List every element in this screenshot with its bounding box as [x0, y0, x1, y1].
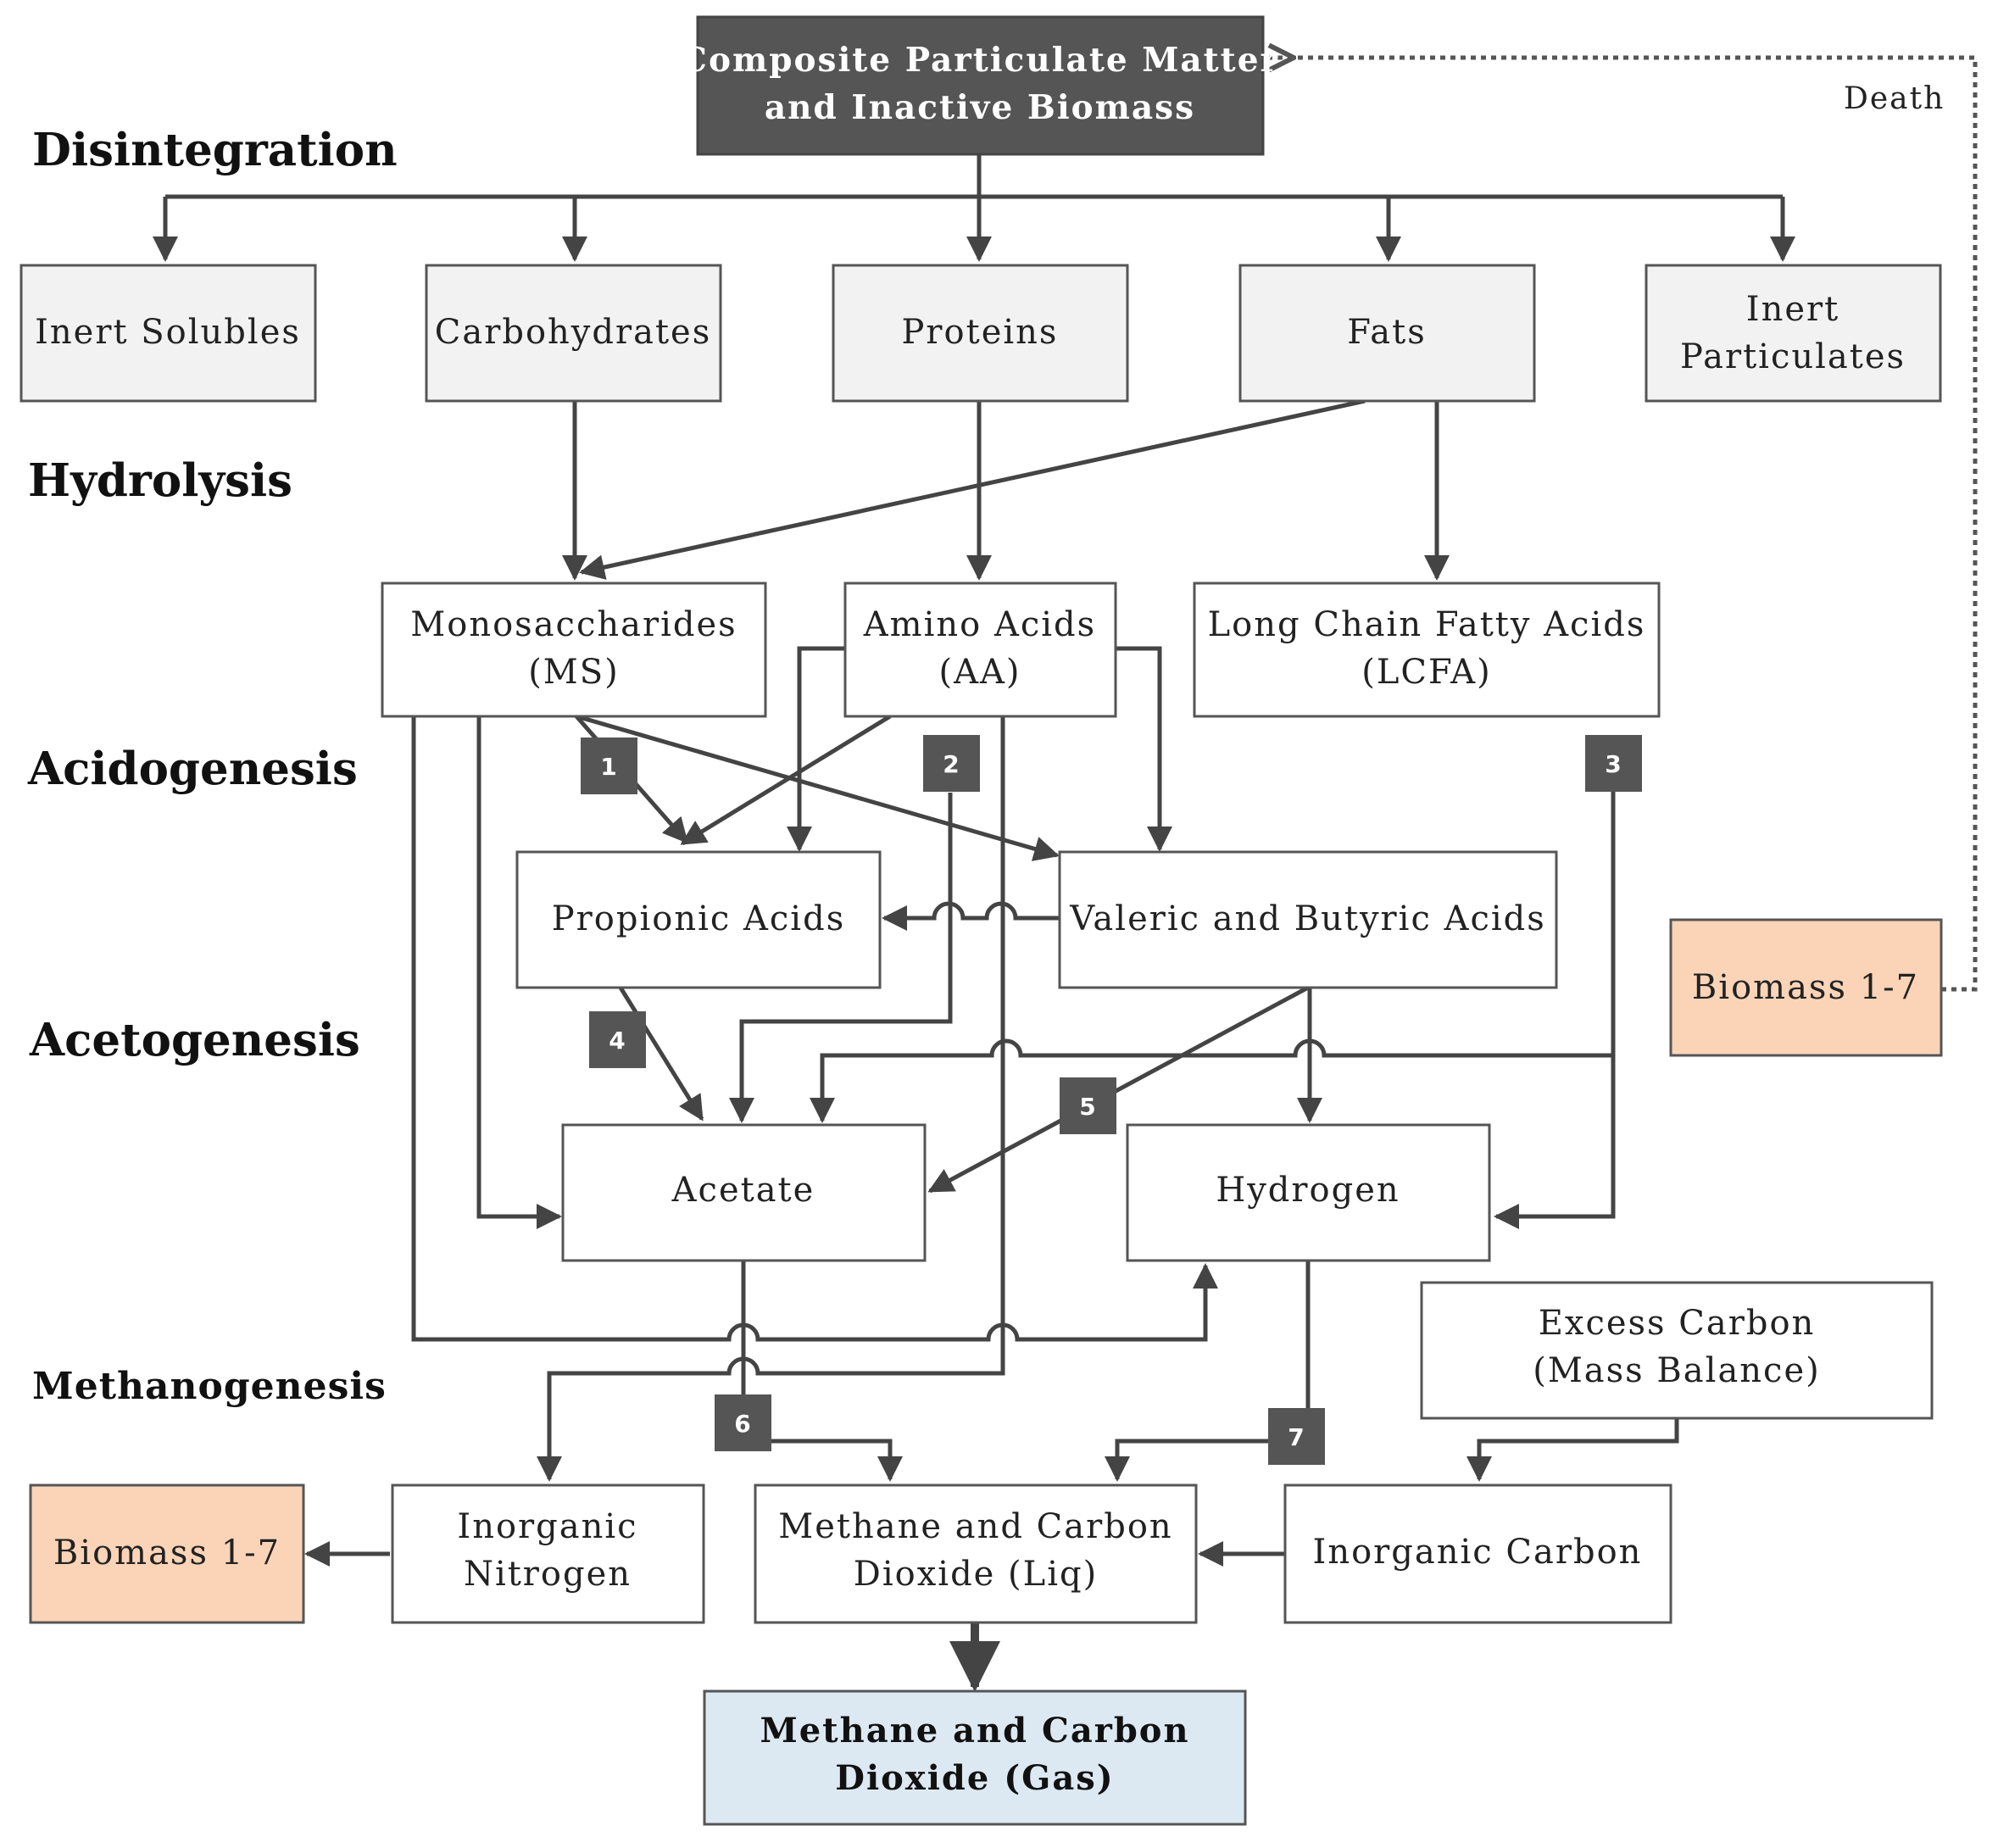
process-badge-3: 3	[1585, 735, 1642, 792]
methane-gas-node: Methane and Carbon Dioxide (Gas)	[703, 1689, 1247, 1826]
propionic-acids-label: Propionic Acids	[552, 899, 845, 938]
amino-acids-label-line-1: Amino Acids	[863, 605, 1096, 644]
fats-node: Fats	[1238, 264, 1536, 403]
arrow-ms-to-acetate	[476, 716, 562, 1229]
stage-label-acetogenesis: Acetogenesis	[29, 1014, 360, 1066]
acetate-node: Acetate	[561, 1123, 927, 1262]
biomass-left-node: Biomass 1-7	[29, 1483, 305, 1624]
acetate-label: Acetate	[671, 1171, 815, 1210]
inert-solubles-label: Inert Solubles	[35, 313, 301, 352]
carbohydrates-label: Carbohydrates	[435, 313, 711, 352]
process-badge-4: 4	[589, 1011, 646, 1068]
carbohydrates-node: Carbohydrates	[425, 264, 722, 403]
arrow-aa-to-propionic-side	[787, 646, 845, 852]
arrow-fats-to-ms	[579, 398, 1366, 580]
inorganic-carbon-label: Inorganic Carbon	[1313, 1533, 1643, 1572]
amino-acids-label-line-2: (AA)	[939, 653, 1021, 692]
process-badge-5: 5	[1060, 1077, 1116, 1134]
arrow-ms-to-hydrogen	[411, 716, 1218, 1342]
stage-label-acidogenesis: Acidogenesis	[27, 743, 358, 795]
stage-label-hydrolysis: Hydrolysis	[28, 454, 292, 507]
badge-2-label: 2	[943, 750, 959, 778]
badge-1-label: 1	[600, 753, 616, 781]
inorganic-carbon-node: Inorganic Carbon	[1283, 1483, 1672, 1624]
methane-gas-label-line-2: Dioxide (Gas)	[835, 1758, 1114, 1798]
inert-particulates-node: Inert Particulates	[1645, 264, 1942, 403]
composite-label-line-1: Composite Particulate Matter	[681, 41, 1279, 80]
biomass-right-label: Biomass 1-7	[1692, 968, 1919, 1007]
biomass-right-node: Biomass 1-7	[1669, 918, 1943, 1057]
inert-solubles-node: Inert Solubles	[19, 264, 317, 403]
methane-liq-label-line-1: Methane and Carbon	[778, 1507, 1172, 1546]
badge-7-label: 7	[1288, 1423, 1304, 1451]
arrow-valeric-to-propionic	[882, 901, 1060, 931]
arrow-acetate-to-methane	[741, 1261, 903, 1482]
arrow-propionic-to-acetate	[618, 986, 704, 1122]
arrow-ms-to-valeric	[576, 714, 1060, 861]
lcfa-label-line-1: Long Chain Fatty Acids	[1208, 605, 1646, 644]
badge-4-label: 4	[609, 1027, 625, 1055]
biomass-left-label: Biomass 1-7	[53, 1534, 281, 1572]
stage-label-disintegration: Disintegration	[32, 124, 398, 176]
arrow-aa-to-valeric	[1116, 646, 1172, 852]
methane-liq-label-line-2: Dioxide (Liq)	[854, 1555, 1098, 1594]
lcfa-node: Long Chain Fatty Acids (LCFA)	[1193, 582, 1661, 718]
arrow-aa-to-inorganic-nitrogen	[537, 716, 1005, 1482]
amino-acids-node: Amino Acids (AA)	[843, 582, 1117, 718]
arrow-lcfa-to-acetate	[810, 790, 1616, 1123]
process-badge-7: 7	[1268, 1408, 1325, 1465]
valeric-butyric-label: Valeric and Butyric Acids	[1069, 899, 1546, 938]
excess-carbon-node: Excess Carbon (Mass Balance)	[1420, 1281, 1934, 1420]
arrow-aa-to-acetate	[729, 793, 953, 1123]
hydrogen-node: Hydrogen	[1126, 1123, 1491, 1262]
monosaccharides-label-line-1: Monosaccharides	[410, 605, 737, 644]
proteins-node: Proteins	[832, 264, 1129, 403]
process-badge-1: 1	[581, 738, 637, 794]
inert-particulates-label-line-1: Inert	[1746, 290, 1839, 329]
excess-carbon-label-line-1: Excess Carbon	[1539, 1304, 1816, 1343]
connectors	[153, 58, 1978, 1692]
hydrogen-label: Hydrogen	[1216, 1171, 1400, 1210]
process-badge-2: 2	[923, 735, 980, 792]
arrow-valeric-to-acetate	[927, 985, 1310, 1194]
inorganic-nitrogen-node: Inorganic Nitrogen	[391, 1483, 705, 1624]
arrow-excess-carbon-to-inorganic-carbon	[1466, 1418, 1679, 1482]
monosaccharides-node: Monosaccharides (MS)	[381, 582, 767, 718]
arrow-hydrogen-to-methane	[1105, 1261, 1311, 1482]
process-badge-6: 6	[715, 1394, 771, 1451]
badge-3-label: 3	[1605, 750, 1621, 778]
excess-carbon-label-line-2: (Mass Balance)	[1533, 1351, 1821, 1390]
arrow-aa-to-propionic	[680, 714, 892, 846]
composite-label-line-2: and Inactive Biomass	[765, 88, 1195, 127]
methane-gas-label-line-1: Methane and Carbon	[760, 1711, 1189, 1751]
composite-particulate-node: Composite Particulate Matter and Inactiv…	[681, 15, 1279, 156]
inorganic-nitrogen-label-line-2: Nitrogen	[464, 1555, 632, 1594]
stage-label-methanogenesis: Methanogenesis	[32, 1365, 387, 1408]
inorganic-nitrogen-label-line-1: Inorganic	[457, 1507, 637, 1546]
methane-liq-node: Methane and Carbon Dioxide (Liq)	[754, 1483, 1198, 1624]
arrow-lcfa-to-hydrogen	[1494, 1055, 1616, 1229]
valeric-butyric-node: Valeric and Butyric Acids	[1058, 850, 1558, 989]
arrow-death-loop	[1269, 58, 1978, 992]
death-label: Death	[1844, 81, 1945, 116]
fats-label: Fats	[1347, 313, 1427, 352]
badge-6-label: 6	[734, 1410, 750, 1438]
lcfa-label-line-2: (LCFA)	[1361, 653, 1492, 692]
propionic-acids-node: Propionic Acids	[515, 850, 882, 989]
proteins-label: Proteins	[902, 313, 1059, 352]
monosaccharides-label-line-2: (MS)	[528, 653, 620, 692]
badge-5-label: 5	[1079, 1093, 1095, 1121]
inert-particulates-label-line-2: Particulates	[1680, 337, 1906, 376]
